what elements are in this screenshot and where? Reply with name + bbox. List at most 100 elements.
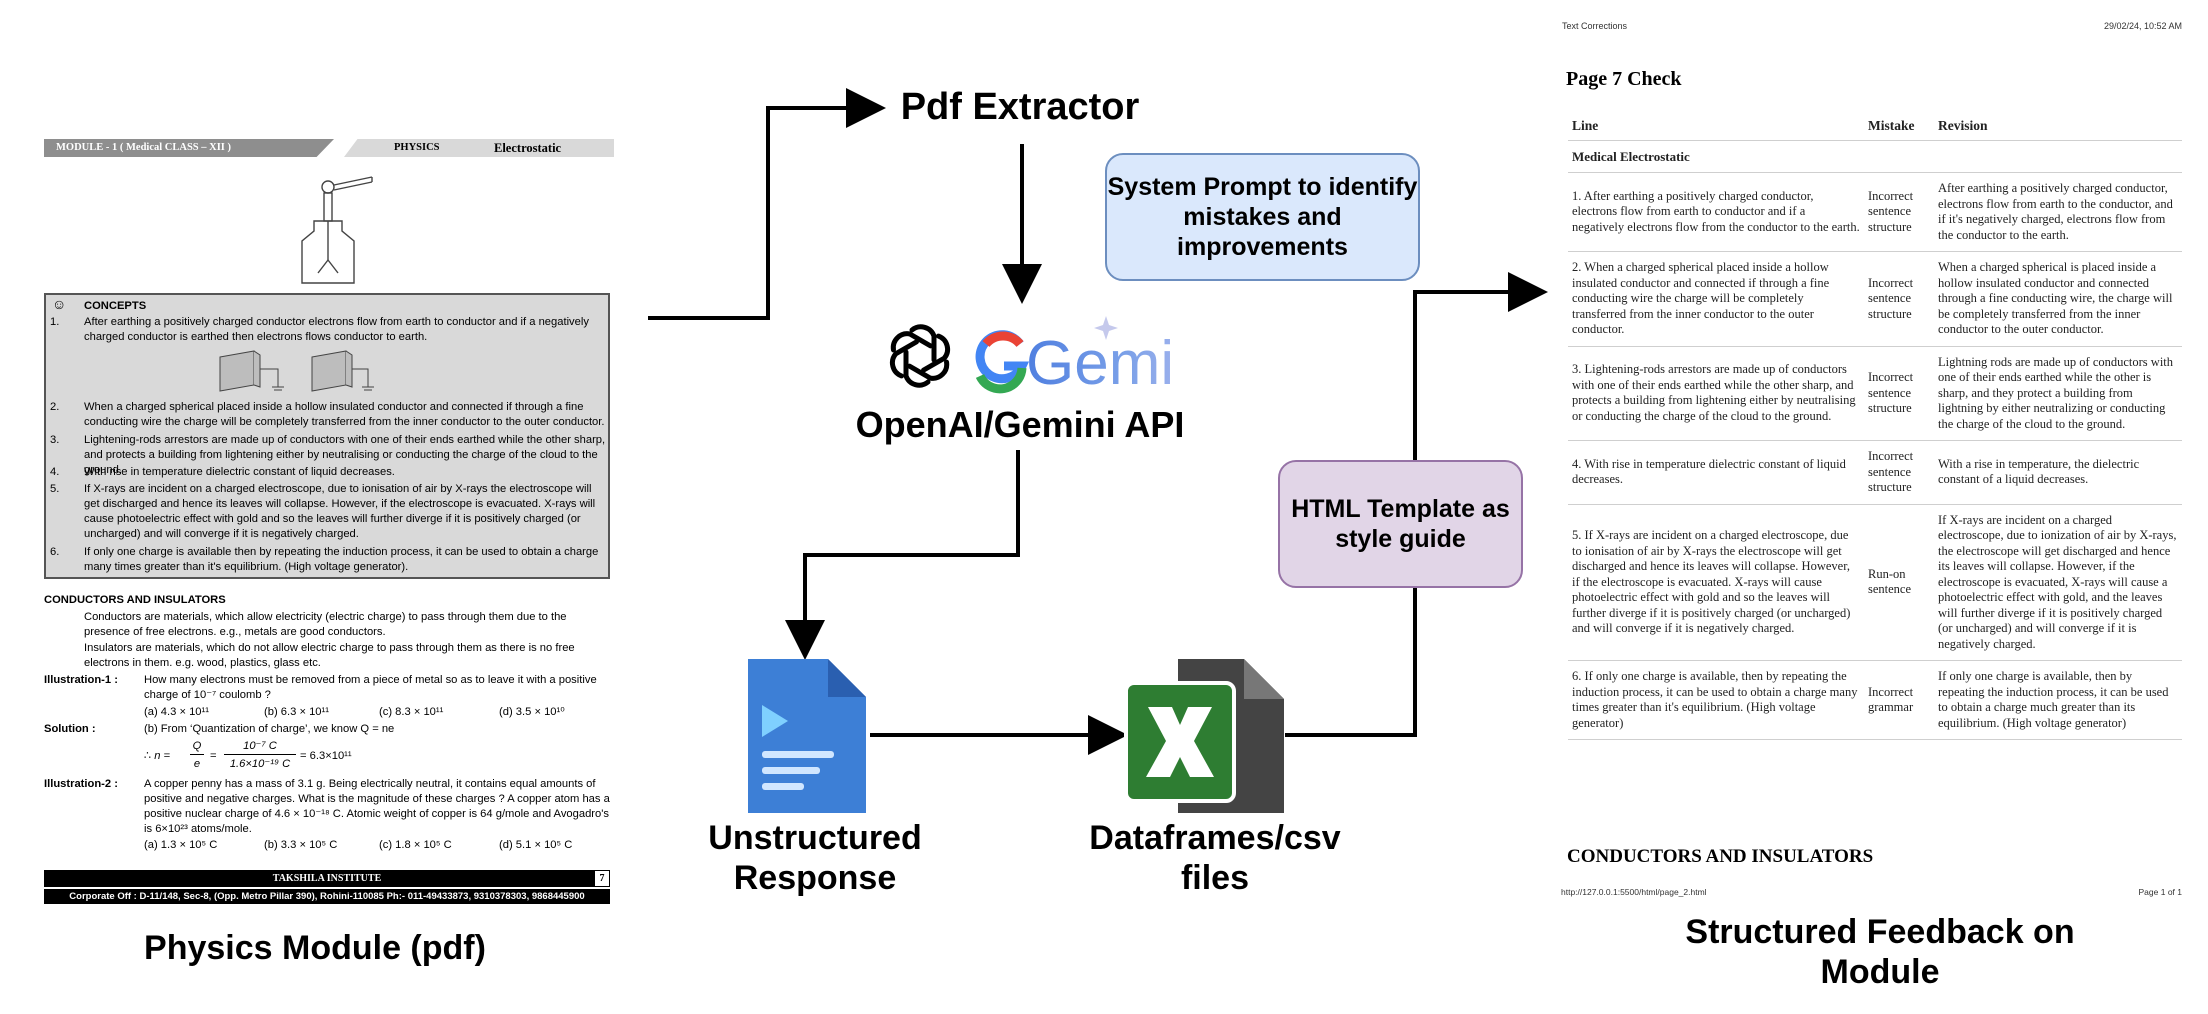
column-header: Line [1568,110,1864,141]
formula-numerator: 10⁻⁷ C [224,739,296,755]
mistake-cell: Incorrect sentence structure [1864,440,1934,505]
module-header: MODULE - 1 ( Medical CLASS – XII ) PHYSI… [44,139,614,157]
concepts-title: CONCEPTS [84,300,147,312]
openai-logo-icon [889,324,951,388]
gemini-wordmark: Gemini [1026,329,1178,398]
illustration-1-label: Illustration-1 : [44,674,118,686]
next-section-heading: CONDUCTORS AND INSULATORS [1567,846,1874,867]
formula-e: e [193,758,201,770]
option: (a) 1.3 × 10⁵ C [144,839,218,851]
option: (a) 4.3 × 10¹¹ [144,706,209,718]
document-icon [748,659,866,813]
footer-institute-bar: TAKSHILA INSTITUTE 7 [44,870,610,887]
caption-structured-feedback: Structured Feedback on Module [1685,913,2075,991]
line-cell: 5. If X-rays are incident on a charged e… [1568,504,1864,661]
option: (b) 6.3 × 10¹¹ [264,706,329,718]
module-header-left: MODULE - 1 ( Medical CLASS – XII ) [44,139,334,157]
revision-cell: With a rise in temperature, the dielectr… [1934,440,2182,505]
concept-num: 4. [50,466,60,478]
system-prompt-box: System Prompt to identify mistakes and i… [1105,153,1420,281]
table-row: 6. If only one charge is available, then… [1568,660,2182,740]
illustration-1-text: How many electrons must be removed from … [144,674,597,701]
table-row: 3. Lightening-rods arrestors are made up… [1568,346,2182,441]
option: (b) 3.3 × 10⁵ C [264,839,338,851]
caption-dataframes: Dataframes/csv files [1089,819,1341,897]
revision-cell: When a charged spherical is placed insid… [1934,251,2182,347]
insulators-text: Insulators are materials, which do not a… [84,642,575,669]
caption-pdf-extractor: Pdf Extractor [900,86,1140,128]
physics-module-page: MODULE - 1 ( Medical CLASS – XII ) PHYSI… [44,135,614,915]
concept-text: When a charged spherical placed inside a… [84,401,605,428]
concept-text: If only one charge is available then by … [84,546,599,573]
browser-footer-url: http://127.0.0.1:5500/html/page_2.html [1561,887,1707,897]
footer-institute: TAKSHILA INSTITUTE [272,873,382,884]
mistake-cell: Incorrect grammar [1864,660,1934,740]
option: (d) 5.1 × 10⁵ C [499,839,573,851]
concept-num: 5. [50,483,60,495]
illustration-2-text: A copper penny has a mass of 3.1 g. Bein… [144,778,610,835]
browser-header-timestamp: 29/02/24, 10:52 AM [2103,21,2182,31]
column-header: Mistake [1864,110,1934,141]
revision-cell: If only one charge is available, then by… [1934,660,2182,740]
revision-cell: If X-rays are incident on a charged elec… [1934,504,2182,661]
concept-text: After earthing a positively charged cond… [84,316,589,343]
caption-unstructured: Unstructured Response [708,819,922,897]
header-topic: Electrostatic [494,141,562,155]
concept-num: 3. [50,434,60,446]
mistake-cell: Incorrect sentence structure [1864,251,1934,347]
section-title: CONDUCTORS AND INSULATORS [44,594,226,606]
footer-office: Corporate Off : D-11/148, Sec-8, (Opp. M… [44,889,610,904]
html-template-box: HTML Template as style guide [1278,460,1523,588]
line-cell: 6. If only one charge is available, then… [1568,660,1864,740]
footer-page-number: 7 [594,870,610,887]
gemini-logo-icon: Gemini [975,316,1178,398]
concept-num: 2. [50,401,60,413]
formula-eq: = [210,750,217,762]
excel-file-icon [1124,659,1284,813]
mistake-cell: Run-on sentence [1864,504,1934,661]
module-header-right: PHYSICS Electrostatic [344,139,614,157]
conductors-text: Conductors are materials, which allow el… [84,611,567,638]
electroscope-illustration [301,176,373,284]
concept-text: With rise in temperature dielectric cons… [84,466,395,478]
table-row: 1. After earthing a positively charged c… [1568,172,2182,252]
header-subject: PHYSICS [394,142,440,153]
arrow-pdf-to-extractor [648,88,886,320]
browser-footer-page: Page 1 of 1 [2138,887,2182,897]
formula-result: = 6.3×10¹¹ [300,750,352,762]
table-section-row: Medical Electrostatic [1568,140,2182,173]
concept-num: 1. [50,316,60,328]
formula-denominator: 1.6×10⁻¹⁹ C [229,758,291,770]
table-header-row: Line Mistake Revision [1568,110,2182,141]
mistake-cell: Incorrect sentence structure [1864,172,1934,252]
table-row: 4. With rise in temperature dielectric c… [1568,440,2182,505]
caption-physics-module: Physics Module (pdf) [144,929,486,967]
arrow-api-to-unstructured [785,450,1020,660]
caption-api: OpenAI/Gemini API [855,404,1185,445]
formula-q: Q [190,739,204,755]
table-row: 2. When a charged spherical placed insid… [1568,251,2182,347]
option: (c) 1.8 × 10⁵ C [379,839,452,851]
revision-cell: After earthing a positively charged cond… [1934,172,2182,252]
option: (c) 8.3 × 10¹¹ [379,706,444,718]
line-cell: 1. After earthing a positively charged c… [1568,172,1864,252]
solution-text: (b) From ‘Quantization of charge’, we kn… [144,723,395,735]
table-row: 5. If X-rays are incident on a charged e… [1568,504,2182,661]
concept-text: Lightening-rods arrestors are made up of… [84,434,606,476]
section-label: Medical Electrostatic [1568,140,2182,173]
mistake-cell: Incorrect sentence structure [1864,346,1934,441]
illustration-2-label: Illustration-2 : [44,778,118,790]
concepts-box: ☺ CONCEPTS 1. After earthing a positivel… [44,293,610,579]
line-cell: 4. With rise in temperature dielectric c… [1568,440,1864,505]
column-header: Revision [1934,110,2182,141]
smiley-icon: ☺ [52,296,67,312]
concept-text: If X-rays are incident on a charged elec… [84,483,596,540]
formula-lhs: ∴ n = [144,750,171,762]
solution-label: Solution : [44,723,96,735]
feedback-table: Line Mistake Revision Medical Electrosta… [1568,110,2182,740]
conductor-earthing-drawing [219,350,374,392]
option: (d) 3.5 × 10¹⁰ [499,706,565,718]
line-cell: 3. Lightening-rods arrestors are made up… [1568,346,1864,441]
concept-num: 6. [50,546,60,558]
feedback-title: Page 7 Check [1566,68,1682,90]
